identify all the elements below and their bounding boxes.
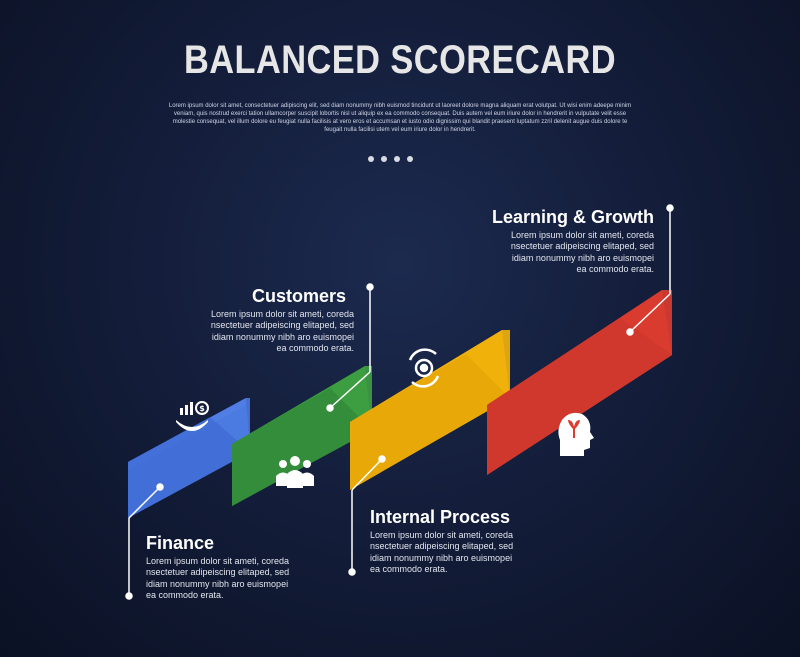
finance-heading: Finance — [146, 533, 215, 553]
head-plant-icon — [558, 412, 594, 456]
internal-process-heading: Internal Process — [370, 507, 511, 527]
people-icon — [276, 456, 314, 488]
learning-growth-connector — [626, 204, 674, 336]
customers-description: Lorem ipsum dolor sit ameti, coreda nsec… — [210, 309, 354, 353]
internal-process-block — [350, 330, 510, 490]
gear-cycle-icon — [408, 348, 440, 388]
learning-growth-block — [487, 290, 672, 475]
customers-connector — [326, 283, 374, 412]
finance-description: Lorem ipsum dolor sit ameti, coreda nsec… — [146, 556, 290, 600]
dot — [381, 156, 387, 162]
learning-growth-description: Lorem ipsum dolor sit ameti, coreda nsec… — [510, 230, 654, 274]
internal-process-connector — [348, 455, 386, 576]
finance-connector — [125, 483, 164, 600]
dot — [394, 156, 400, 162]
dot — [407, 156, 413, 162]
intro-text: Lorem ipsum dolor sit amet, consectetuer… — [168, 103, 632, 133]
customers-heading: Customers — [251, 286, 346, 306]
page-title: BALANCED SCORECARD — [183, 38, 617, 82]
pagination-dots — [368, 156, 413, 162]
svg-text:$: $ — [199, 404, 205, 413]
internal-process-description: Lorem ipsum dolor sit ameti, coreda nsec… — [370, 530, 514, 574]
dot — [368, 156, 374, 162]
finance-icon: $ — [176, 401, 209, 431]
learning-growth-heading: Learning & Growth — [492, 207, 654, 227]
